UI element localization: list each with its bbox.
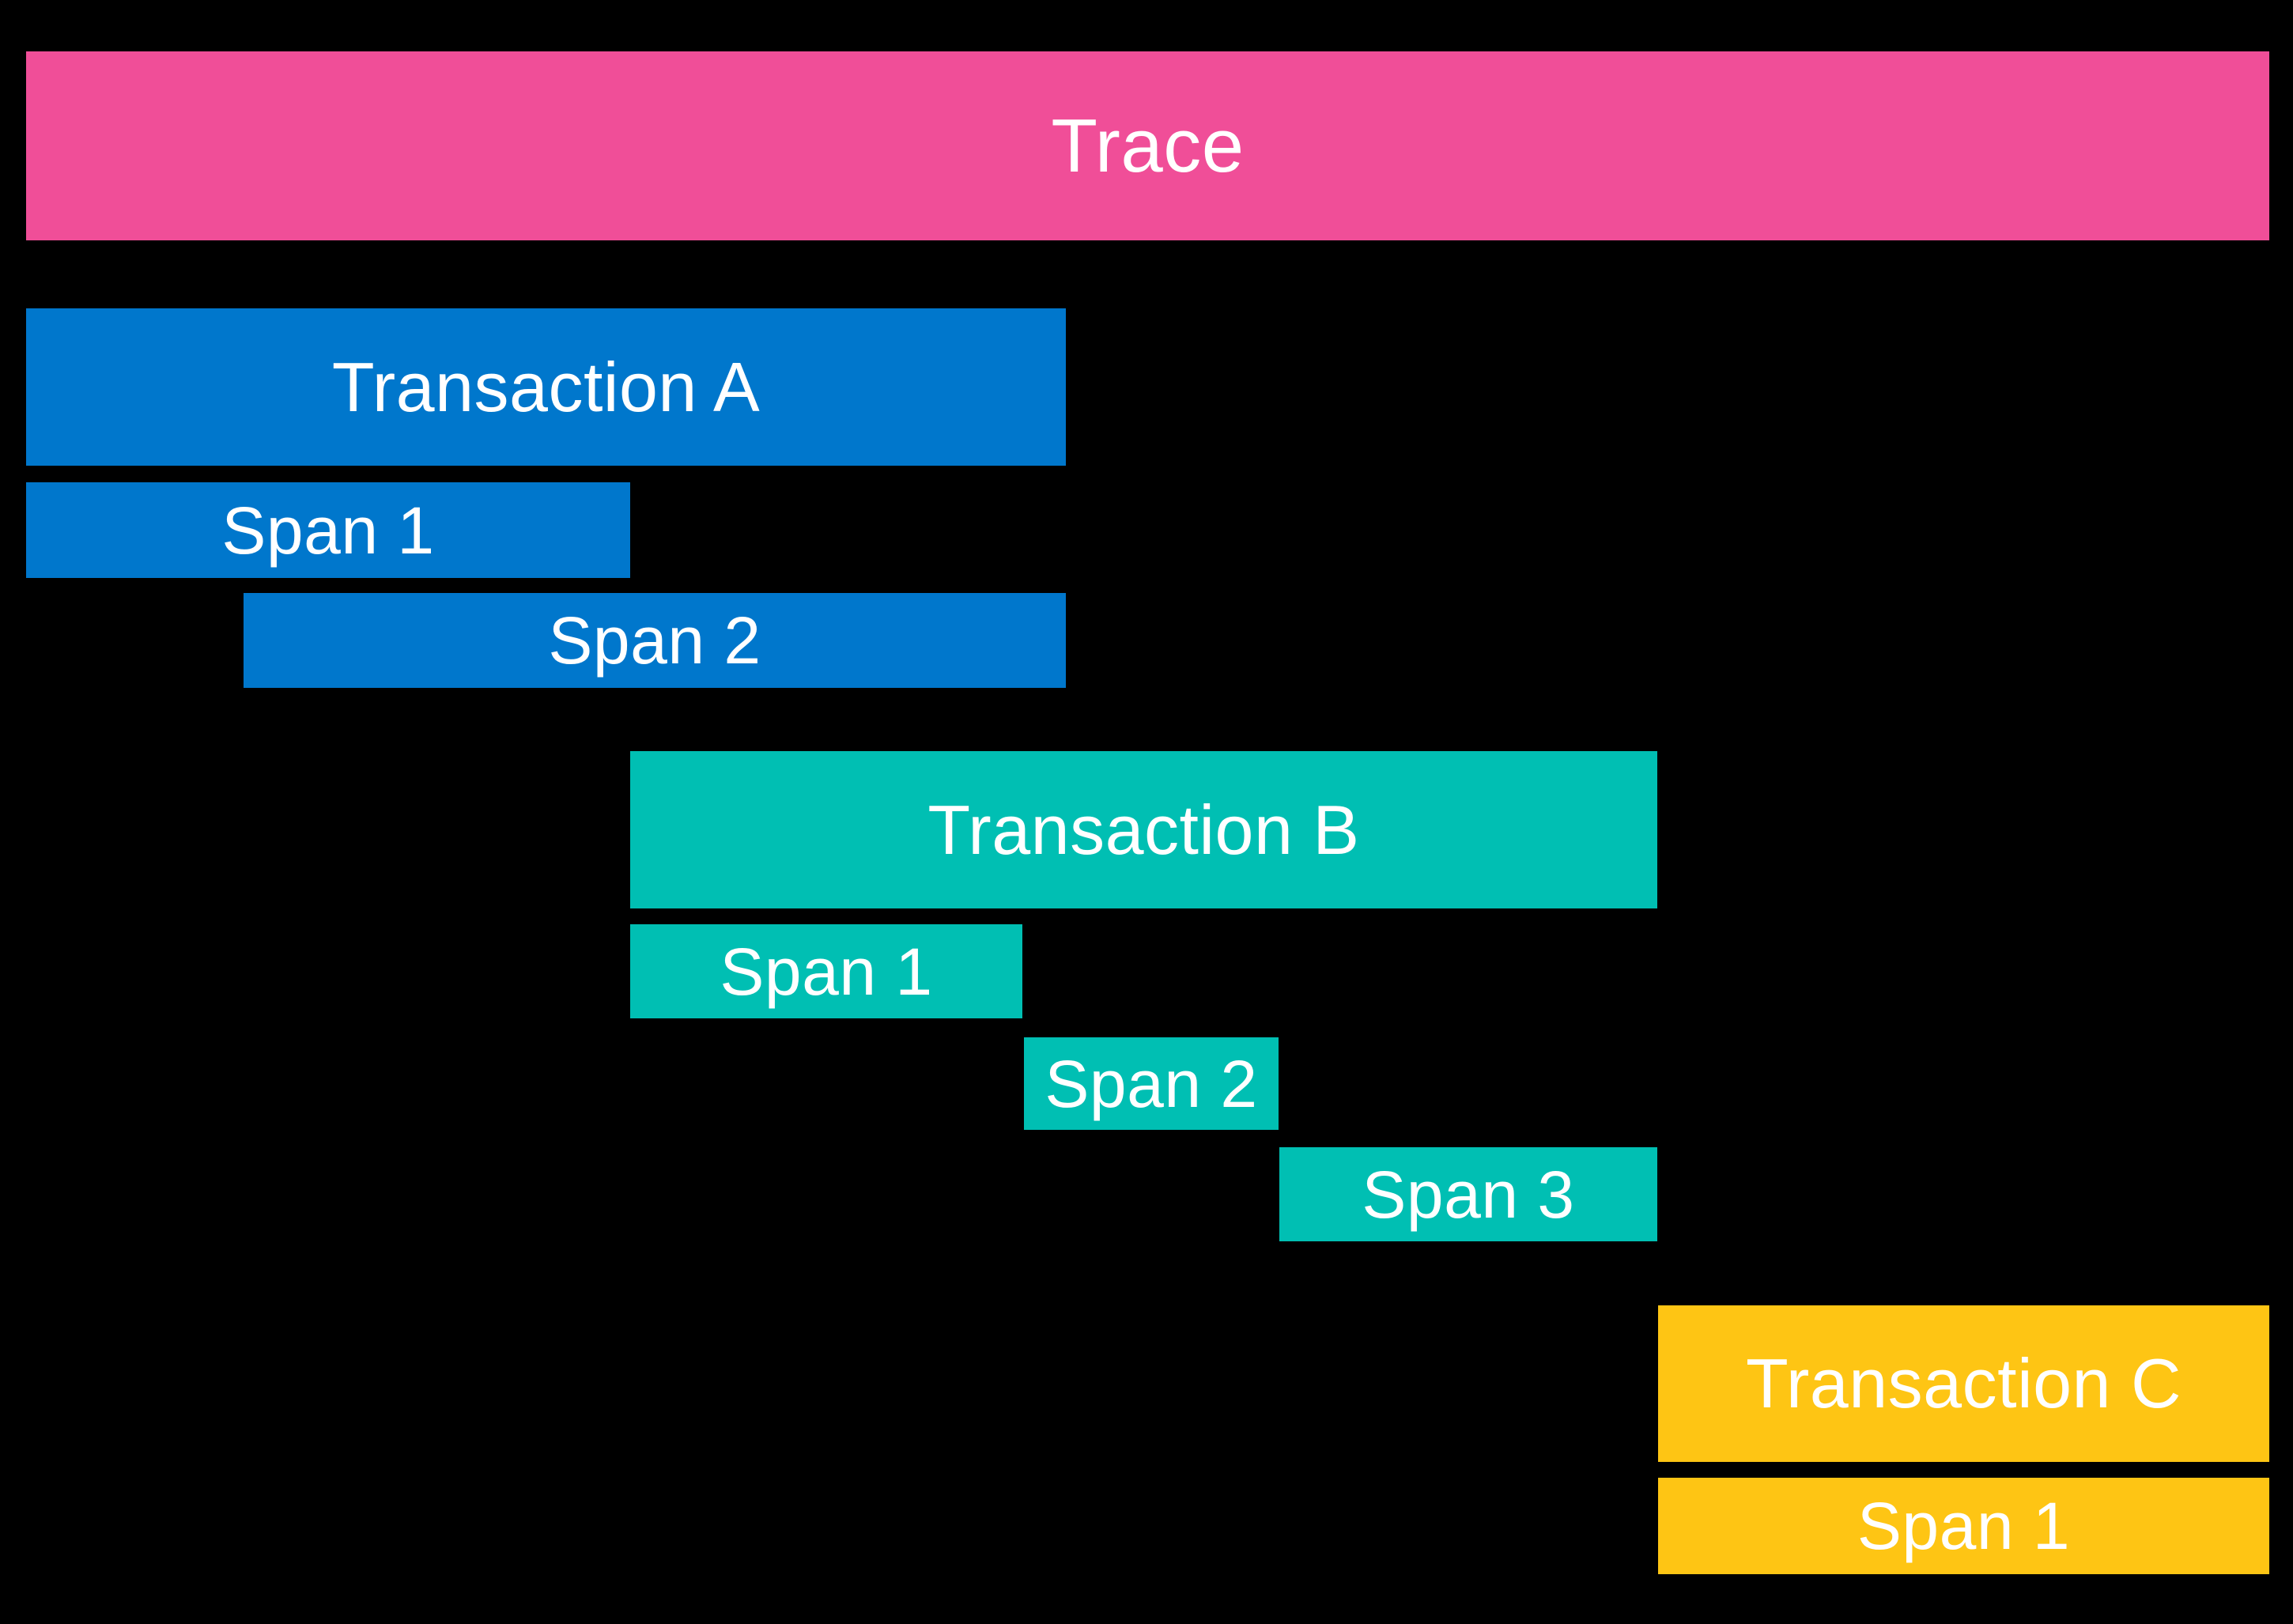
transaction-a-bar: Transaction A	[26, 308, 1066, 466]
transaction-a-span-1-bar: Span 1	[26, 482, 630, 578]
transaction-a-span-1-label: Span 1	[221, 493, 435, 568]
transaction-c-bar: Transaction C	[1658, 1305, 2269, 1462]
transaction-b-span-1-label: Span 1	[720, 934, 933, 1009]
transaction-b-span-3-bar: Span 3	[1279, 1147, 1657, 1241]
transaction-b-span-2-bar: Span 2	[1024, 1037, 1279, 1130]
transaction-b-bar: Transaction B	[630, 751, 1657, 908]
transaction-a-label: Transaction A	[331, 347, 761, 426]
transaction-a-span-2-label: Span 2	[548, 603, 761, 678]
trace-label: Trace	[1051, 103, 1245, 188]
transaction-c-span-1-label: Span 1	[1857, 1489, 2071, 1563]
transaction-b-span-1-bar: Span 1	[630, 924, 1022, 1018]
transaction-b-span-3-label: Span 3	[1362, 1157, 1575, 1232]
transaction-b-span-2-label: Span 2	[1045, 1046, 1258, 1121]
trace-bar: Trace	[26, 51, 2269, 240]
transaction-a-span-2-bar: Span 2	[244, 593, 1066, 688]
transaction-c-span-1-bar: Span 1	[1658, 1478, 2269, 1574]
transaction-c-label: Transaction C	[1746, 1344, 2182, 1422]
transaction-b-label: Transaction B	[927, 790, 1360, 869]
